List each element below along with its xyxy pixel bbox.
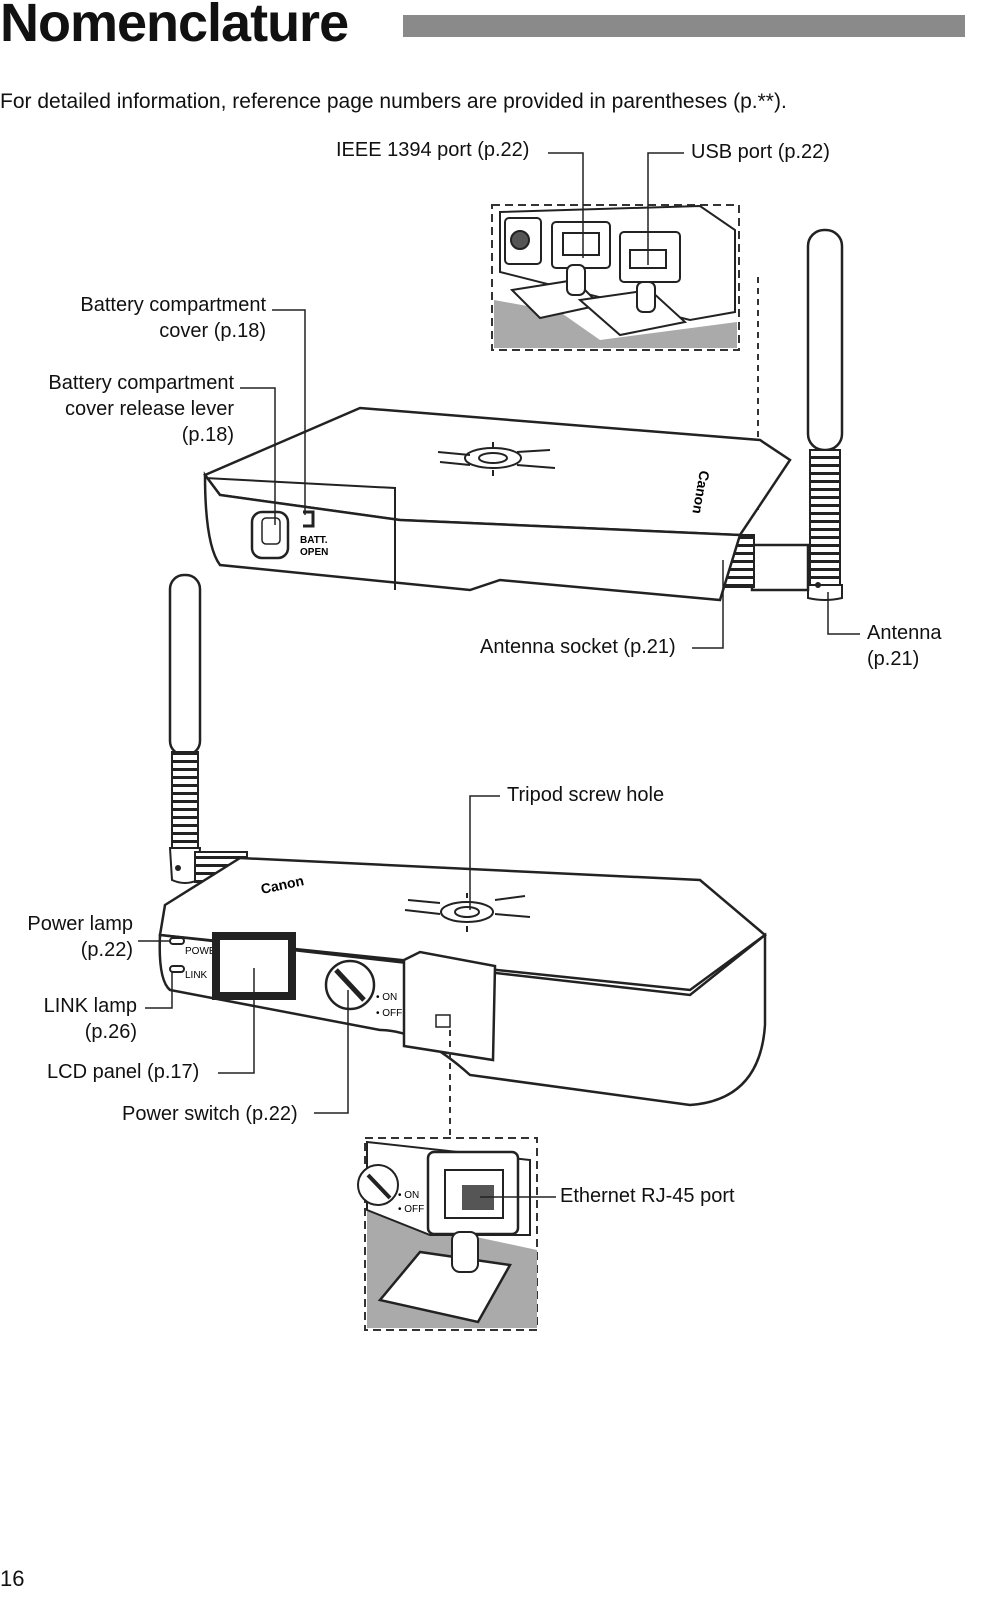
- label-link-lamp-line1: LINK lamp: [43, 995, 137, 1017]
- label-link-lamp-line2: (p.26): [84, 1021, 137, 1043]
- label-antenna-line2: (p.21): [867, 648, 920, 670]
- power-marking: POWER: [185, 946, 223, 957]
- link-marking: LINK: [185, 970, 208, 981]
- batt-open-marking-2: OPEN: [300, 547, 328, 558]
- batt-open-marking-1: BATT.: [300, 535, 328, 546]
- on-marking: • ON: [376, 992, 397, 1003]
- label-battery-release-line3: (p.18): [181, 424, 234, 446]
- leader-lines: [138, 152, 860, 1198]
- label-battery-cover-line1: Battery compartment: [80, 294, 266, 316]
- label-battery-cover-line2: cover (p.18): [159, 320, 266, 342]
- device-back-view: BATT. OPEN Canon: [203, 228, 844, 602]
- title-rule: [403, 15, 965, 37]
- label-link-lamp: LINK lamp (p.26): [0, 993, 137, 1045]
- intro-text: For detailed information, reference page…: [0, 90, 787, 113]
- label-antenna-line1: Antenna: [867, 622, 942, 644]
- device-front-view: Canon POWER LINK • ON • OFF: [158, 573, 768, 1107]
- label-antenna-socket: Antenna socket (p.21): [480, 636, 676, 658]
- page-title: Nomenclature: [0, 0, 349, 53]
- label-power-lamp-line1: Power lamp: [27, 913, 133, 935]
- label-battery-release-line1: Battery compartment: [48, 372, 234, 394]
- on-marking-inset: • ON: [398, 1190, 419, 1201]
- off-marking-inset: • OFF: [398, 1204, 424, 1215]
- label-antenna: Antenna (p.21): [867, 620, 942, 672]
- label-battery-cover: Battery compartment cover (p.18): [60, 292, 266, 344]
- label-power-switch: Power switch (p.22): [122, 1103, 298, 1125]
- label-lcd-panel: LCD panel (p.17): [47, 1061, 200, 1083]
- label-power-lamp-line2: (p.22): [80, 939, 133, 961]
- label-usb-port: USB port (p.22): [691, 141, 830, 163]
- ethernet-inset: • ON • OFF: [357, 1137, 538, 1331]
- brand-marking-back: Canon: [689, 469, 712, 515]
- label-power-lamp: Power lamp (p.22): [0, 911, 133, 963]
- ports-inset-top: [491, 204, 740, 351]
- label-tripod: Tripod screw hole: [507, 784, 665, 806]
- label-battery-release: Battery compartment cover release lever …: [20, 370, 234, 448]
- label-battery-release-line2: cover release lever: [65, 398, 234, 420]
- label-ieee-port: IEEE 1394 port (p.22): [336, 139, 530, 161]
- label-ethernet: Ethernet RJ-45 port: [560, 1185, 735, 1207]
- page-number: 16: [0, 1566, 25, 1591]
- off-marking: • OFF: [376, 1008, 402, 1019]
